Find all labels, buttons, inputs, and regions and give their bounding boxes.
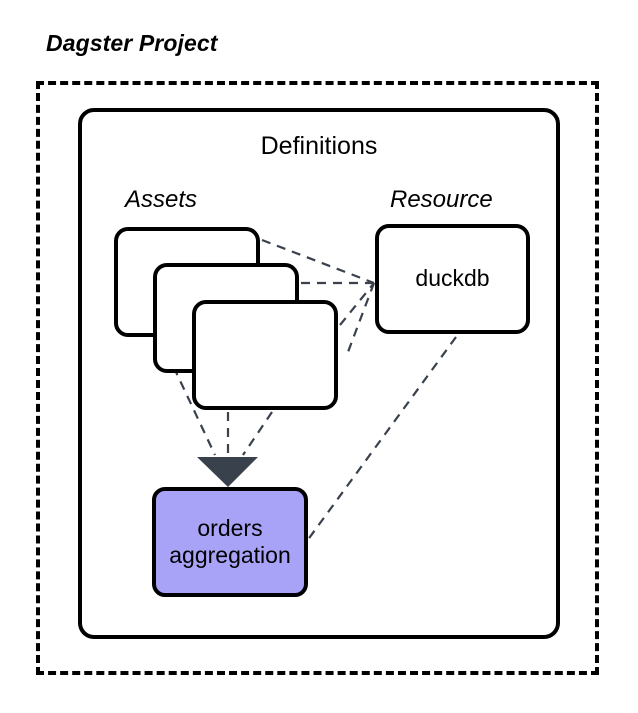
orders-aggregation-line-1: orders — [197, 514, 263, 541]
definitions-container — [78, 108, 560, 639]
assets-group-label: Assets — [125, 186, 198, 213]
orders-aggregation-line-2: aggregation — [169, 542, 291, 568]
asset-node-orders-aggregation[interactable]: orders aggregation — [152, 487, 308, 597]
project-boundary — [36, 81, 599, 675]
project-title: Dagster Project — [46, 30, 218, 56]
definitions-label: Definitions — [260, 132, 378, 160]
asset-card-front[interactable] — [192, 300, 338, 410]
resource-node-duckdb[interactable]: duckdb — [375, 224, 530, 334]
resource-group-label: Resource — [390, 186, 493, 213]
